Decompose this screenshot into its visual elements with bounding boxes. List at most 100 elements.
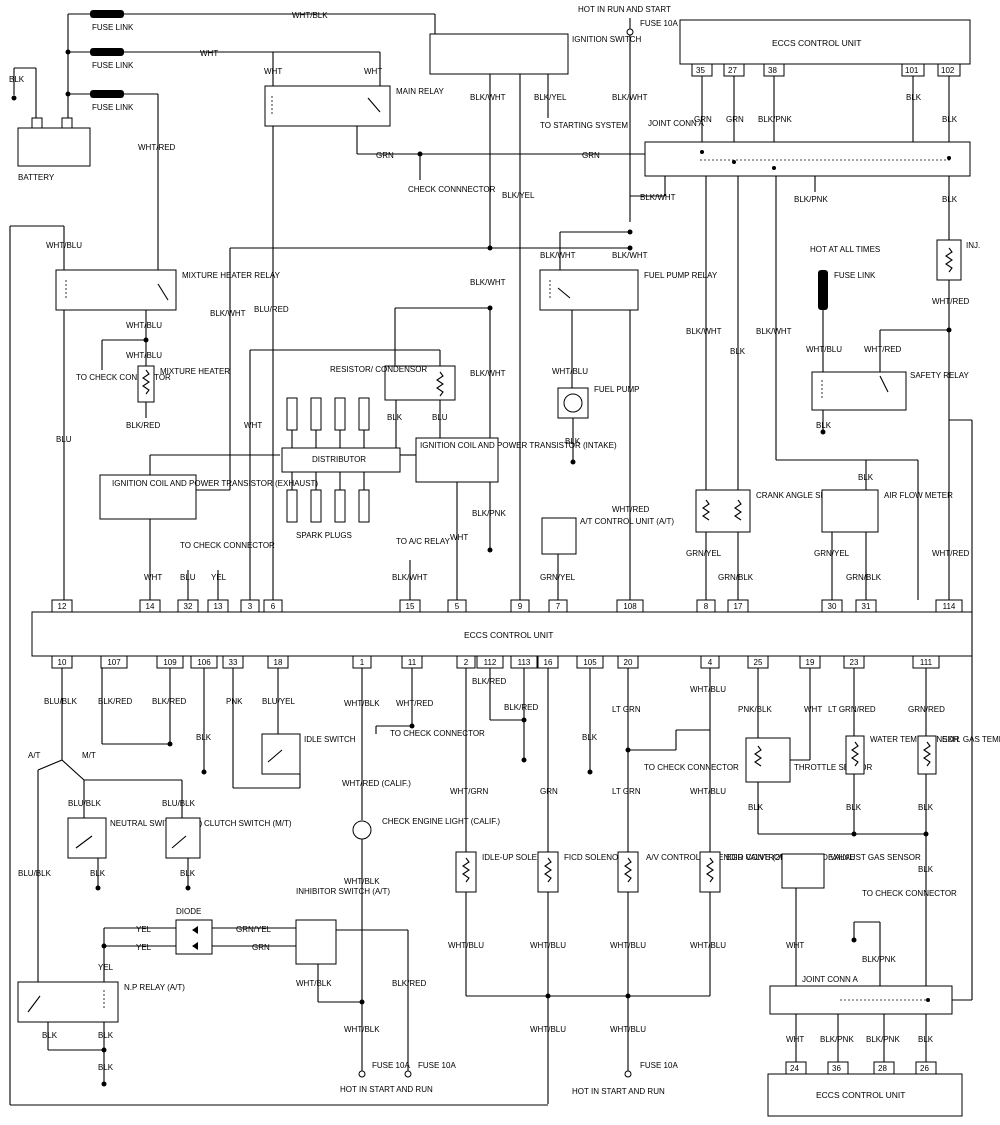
at-control-unit [541,517,577,555]
ecm-top-label: ECCS CONTROL UNIT [772,38,861,48]
ecm-main-bottom-pin-label-10: 10 [58,658,67,667]
ecm-main-top-pin-108 [616,599,644,613]
blk-red-mh-label: BLK/RED [126,421,160,430]
blk-np-label-2: BLK [98,1031,114,1040]
to-check-connector-upper-label: TO CHECK CONNECTOR [180,541,275,550]
wht-blu-egr-label: WHT/BLU [690,787,726,796]
blk-pnk-36-label: BLK/PNK [820,1035,854,1044]
blu-blk-10-label: BLU/BLK [44,697,78,706]
blk-red-107-label: BLK/RED [98,697,132,706]
ecm-main-top-pin-label-17: 17 [734,602,743,611]
to-ac-relay-label: TO A/C RELAY [396,537,451,546]
blu-32-label: BLU [180,573,196,582]
blk-wht-ign-label: BLK/WHT [470,93,506,102]
ficd-solenoid-label: FICD SOLENOID [564,853,626,862]
ecm-main-top-pin-label-9: 9 [518,602,523,611]
ecm-main-bottom-pin-label-20: 20 [624,658,633,667]
lt-grn-20-label: LT GRN [612,705,641,714]
ecm-main-bottom-pin-label-112: 112 [484,658,497,667]
ecm-top-pin-102: 102 [941,66,955,75]
throttle-sensor-label: THROTTLE SENSOR [794,763,872,772]
ecm-top-pin-38: 38 [768,66,777,75]
sensor-section-right: HOT AT ALL TIMES FUSE LINK WHT/BLU SAFET… [686,239,980,600]
ignition-coil-exhaust-label: IGNITION COIL AND POWER TRANSISTOR (EXHA… [112,479,318,488]
bottom-left-section: BLU/BLK A/T M/T BLU/BLK BLU/BLK BLU/BLK … [17,668,296,1087]
blu-red-label: BLU/RED [254,305,289,314]
ecm-top-pin-101: 101 [905,66,919,75]
fuse-link-right-label: FUSE LINK [834,271,876,280]
ecm-bottom-pin-28: 28 [878,1064,887,1073]
main-relay-label: MAIN RELAY [396,87,445,96]
blk-rc-label: BLK [387,413,403,422]
wht-grn-2-label: WHT/GRN [450,787,488,796]
ecm-main-label: ECCS CONTROL UNIT [464,630,553,640]
ecm-main-bottom-pin-label-107: 107 [107,658,121,667]
ecm-main-top-pin-5 [447,599,467,613]
wht-red-label-battery: WHT/RED [138,143,176,152]
ecm-main-top-pin-30 [821,599,843,613]
grn-yel-30-label: GRN/YEL [814,549,850,558]
yel-diode-label-1: YEL [136,925,152,934]
ecm-main-bottom-pin-label-18: 18 [274,658,283,667]
fuel-pump-relay-label: FUEL PUMP RELAY [644,271,718,280]
wht-egs-label: WHT [786,941,804,950]
inhibitor-switch [295,919,337,965]
ecm-bottom-label: ECCS CONTROL UNIT [816,1090,905,1100]
grn-blk-17-label: GRN/BLK [718,573,754,582]
clutch-switch-label: CLUTCH SWITCH (M/T) [204,819,292,828]
ecm-main-top-pin-label-7: 7 [556,602,561,611]
ecm-main-top-pin-114 [935,599,963,613]
mixture-heater-section: WHT/BLU MIXTURE HEATER RELAY BLU WHT/BLU… [9,225,281,1105]
spark-plugs-label: SPARK PLUGS [296,531,352,540]
wht-red-108-label: WHT/RED [612,505,650,514]
ignition-switch [429,33,569,75]
fuse-10a-label-1: FUSE 10A [372,1061,410,1070]
wht-blu-sr-label: WHT/BLU [806,345,842,354]
ecm-bottom-pin-24: 24 [790,1064,799,1073]
blk-pnk-38-label: BLK/PNK [758,115,792,124]
spark-plugs-top [286,397,370,448]
wht-label-top: WHT [200,49,218,58]
ecm-main-bottom-pin-label-23: 23 [850,658,859,667]
at-control-unit-label: A/T CONTROL UNIT (A/T) [580,517,674,526]
fuse-link-2 [90,48,124,56]
fuse-10a-label-3: FUSE 10A [640,1061,678,1070]
fuse-10a-label-2: FUSE 10A [418,1061,456,1070]
grn-red-111-label: GRN/RED [908,705,945,714]
injector [936,239,962,281]
mixture-heater-relay-label: MIXTURE HEATER RELAY [182,271,281,280]
blk-sr-label: BLK [816,421,832,430]
blu-blk-ns-label: BLU/BLK [68,799,102,808]
ecm-main-top-pin-label-6: 6 [271,602,276,611]
inhibitor-switch-label: INHIBITOR SWITCH (A/T) [296,887,390,896]
distributor-label: DISTRIBUTOR [312,455,366,464]
blk-cs-label: BLK [180,869,196,878]
blu-rc-label: BLU [432,413,448,422]
ecm-main-top-pin-13 [207,599,229,613]
mt-label: M/T [82,751,96,760]
wht-blu-ius-label: WHT/BLU [448,941,484,950]
blk-red-109-label: BLK/RED [152,697,186,706]
wht-blk-cel-label: WHT/BLK [344,877,380,886]
ignition-coil-exhaust [99,474,197,520]
exhaust-gas-sensor-label: EXHAUST GAS SENSOR [828,853,921,862]
wht-24-label: WHT [786,1035,804,1044]
wht-blu-4-label: WHT/BLU [690,685,726,694]
grn-yel-8-label: GRN/YEL [686,549,722,558]
hot-start-run-label-2: HOT IN START AND RUN [572,1087,665,1096]
fuel-pump-relay [539,269,639,311]
blk-101-label: BLK [906,93,922,102]
water-temp-sensor [845,735,865,775]
ecm-main-top-pin-32 [177,599,199,613]
wht-red-inj-label: WHT/RED [932,297,970,306]
blk-label: BLK [9,75,25,84]
diode [175,919,213,955]
blk-wht-mid-label-2: BLK/WHT [470,369,506,378]
blk-egts-label: BLK [918,803,934,812]
ecm-top-pin-27: 27 [728,66,737,75]
wht-blu-mhr-label: WHT/BLU [46,241,82,250]
ecm-main-top-pin-label-114: 114 [943,602,956,611]
blk-wht-joint-label: BLK/WHT [640,193,676,202]
np-relay-label: N.P RELAY (A/T) [124,983,185,992]
